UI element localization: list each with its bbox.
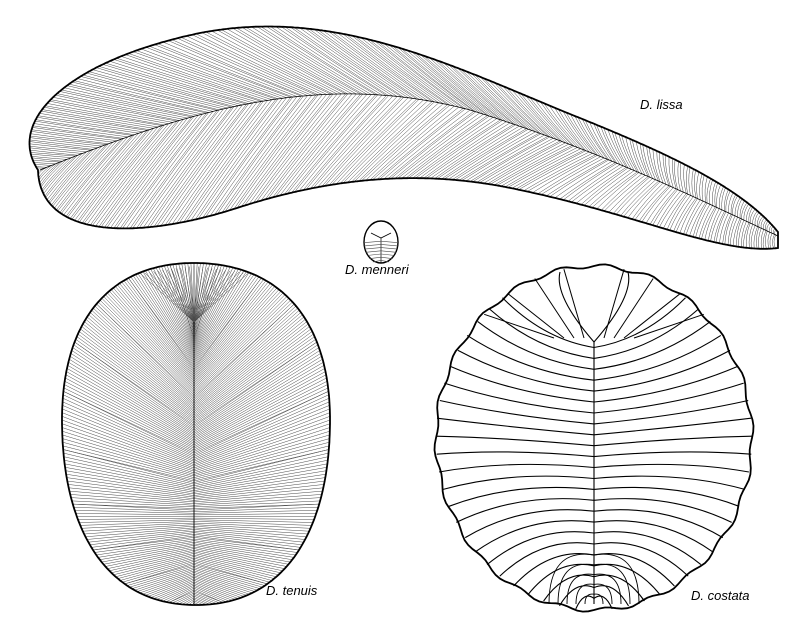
d-tenuis-specimen-drawing (61, 262, 331, 606)
d-tenuis-label: D. tenuis (266, 583, 318, 598)
d-menneri-specimen-drawing (363, 220, 399, 264)
d-menneri-label: D. menneri (345, 262, 409, 277)
d-lissa-specimen-drawing (28, 25, 779, 250)
d-costata-label: D. costata (691, 588, 750, 603)
d-lissa-label: D. lissa (640, 97, 683, 112)
d-costata-specimen-drawing (433, 263, 755, 613)
